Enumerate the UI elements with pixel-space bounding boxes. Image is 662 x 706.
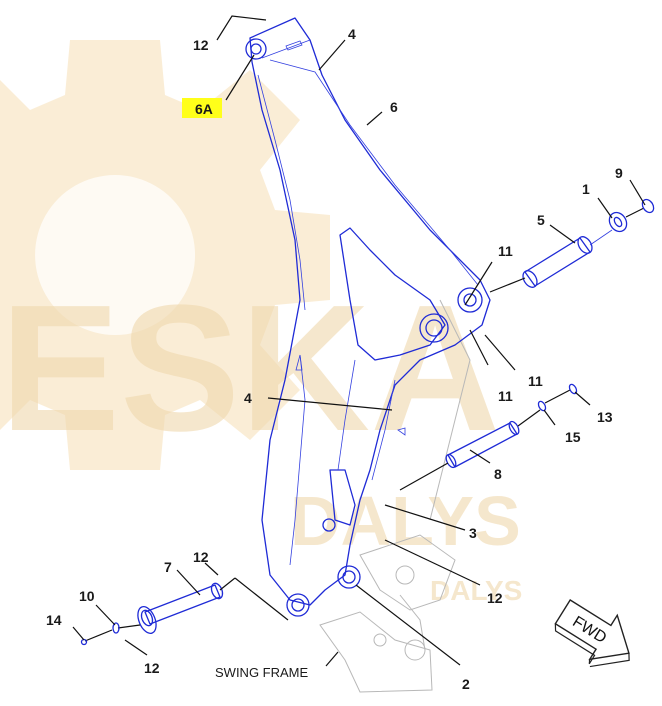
ring-9	[641, 198, 655, 214]
callout-13[interactable]: 13	[597, 409, 613, 425]
callout-15[interactable]: 15	[565, 429, 581, 445]
watermark-text-3: DALYS	[430, 575, 522, 606]
watermark-text-2: DALYS	[290, 482, 521, 560]
swing-frame-label: SWING FRAME	[215, 665, 308, 680]
pin-5-assembly	[489, 198, 655, 293]
callout-6[interactable]: 6	[390, 99, 398, 115]
callout-11-right[interactable]: 11	[528, 373, 543, 389]
callout-highlight	[182, 98, 222, 118]
callout-11-lower[interactable]: 11	[498, 388, 513, 404]
plate-7	[137, 606, 157, 634]
fwd-arrow-icon: FWD	[554, 599, 630, 668]
watermark: ESKA DALYS DALYS	[0, 40, 522, 606]
callout-8[interactable]: 8	[494, 466, 502, 482]
ring-13	[568, 383, 578, 395]
callout-12-top[interactable]: 12	[193, 37, 209, 53]
swing-frame-ghost	[319, 299, 471, 693]
boom	[245, 17, 491, 617]
washer-15	[537, 400, 547, 412]
callout-4-mid[interactable]: 4	[244, 390, 252, 406]
callout-5[interactable]: 5	[537, 212, 545, 228]
callout-10[interactable]: 10	[79, 588, 95, 604]
callout-12-bottom[interactable]: 12	[144, 660, 160, 676]
callout-7[interactable]: 7	[164, 559, 172, 575]
callout-6a[interactable]: 6A	[195, 101, 213, 117]
callouts: 12 6A 4 6 9 1 5 11 11 11 13 15 4 8 3 12 …	[46, 26, 623, 692]
callout-9[interactable]: 9	[615, 165, 623, 181]
ring-14	[80, 638, 88, 646]
washer-1	[608, 211, 628, 233]
pin-7-assembly	[80, 577, 289, 646]
callout-2[interactable]: 2	[462, 676, 470, 692]
callout-1[interactable]: 1	[582, 181, 590, 197]
callout-4-top[interactable]: 4	[348, 26, 356, 42]
callout-12-pin[interactable]: 12	[193, 549, 209, 565]
callout-12-right[interactable]: 12	[487, 590, 503, 606]
washer-10	[112, 622, 120, 634]
leader-lines	[72, 15, 646, 667]
callout-3[interactable]: 3	[469, 525, 477, 541]
watermark-text: ESKA	[0, 268, 500, 469]
callout-11-upper[interactable]: 11	[498, 243, 513, 259]
pin-8-assembly	[399, 383, 578, 491]
callout-14[interactable]: 14	[46, 612, 62, 628]
